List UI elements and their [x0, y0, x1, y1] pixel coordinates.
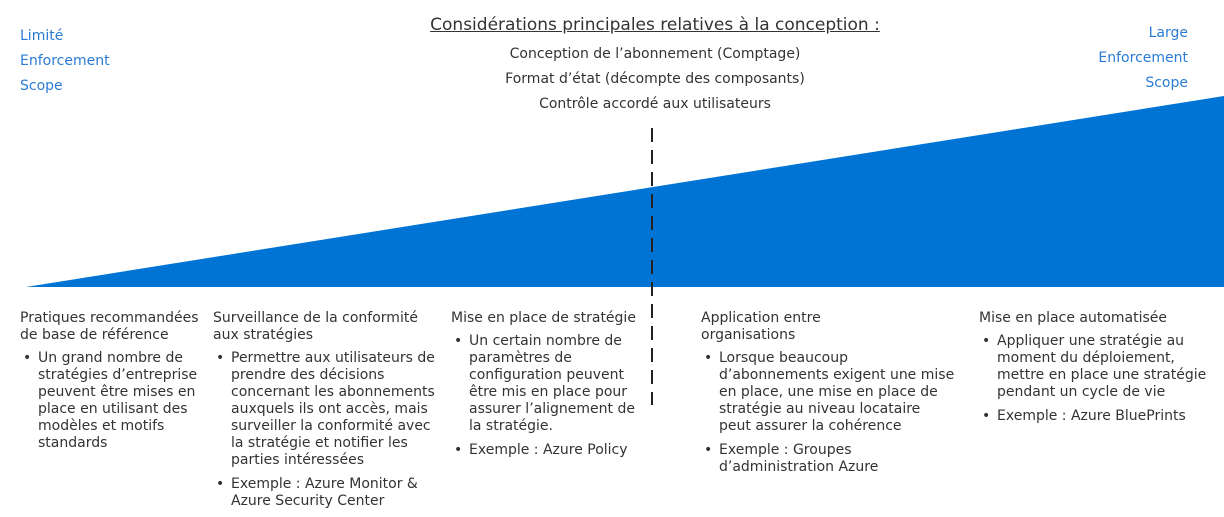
right-scale-large-label: Large	[1148, 25, 1188, 41]
column-automated-enforcement: Mise en place automatisée Appliquer une …	[979, 310, 1209, 432]
considerations-title: Considérations principales relatives à l…	[430, 15, 880, 35]
right-scale-enforcement-label: Enforcement	[1098, 50, 1188, 66]
list-item: Permettre aux utilisateurs de prendre de…	[213, 350, 443, 469]
column-title: Mise en place automatisée	[979, 310, 1168, 326]
left-scale-scope-label: Scope	[20, 78, 63, 94]
column-title: Surveillance de la conformité aux straté…	[213, 310, 418, 343]
left-scale-enforcement-label: Enforcement	[20, 53, 110, 69]
list-item: Exemple : Azure Policy	[451, 442, 641, 459]
list-item: Exemple : Azure Monitor & Azure Security…	[213, 476, 443, 510]
column-title: Application entre organisations	[701, 310, 821, 343]
column-policy-enforcement: Mise en place de stratégie Un certain no…	[451, 310, 641, 466]
bullet-list: Appliquer une stratégie au moment du dép…	[979, 333, 1209, 425]
list-item: Un grand nombre de stratégies d’entrepri…	[20, 350, 200, 452]
design-considerations: Considérations principales relatives à l…	[405, 13, 905, 117]
consideration-state-format: Format d’état (décompte des composants)	[505, 71, 805, 87]
column-cross-organization: Application entre organisations Lorsque …	[701, 310, 956, 483]
list-item: Lorsque beaucoup d’abonnements exigent u…	[701, 350, 956, 435]
bullet-list: Permettre aux utilisateurs de prendre de…	[213, 350, 443, 510]
list-item: Appliquer une stratégie au moment du dép…	[979, 333, 1209, 401]
right-scale-scope-label: Scope	[1145, 75, 1188, 91]
left-scale-labels: Limité Enforcement Scope	[20, 24, 110, 99]
right-scale-labels: Large Enforcement Scope	[1098, 21, 1188, 96]
list-item: Un certain nombre de paramètres de confi…	[451, 333, 641, 435]
list-item: Exemple : Azure BluePrints	[979, 408, 1209, 425]
column-title: Pratiques recommandées de base de référe…	[20, 310, 199, 343]
enforcement-wedge	[26, 96, 1224, 287]
column-title: Mise en place de stratégie	[451, 310, 636, 326]
consideration-subscription-design: Conception de l’abonnement (Comptage)	[509, 46, 801, 62]
left-scale-limited-label: Limité	[20, 28, 64, 44]
column-compliance-monitoring: Surveillance de la conformité aux straté…	[213, 310, 443, 517]
bullet-list: Un certain nombre de paramètres de confi…	[451, 333, 641, 459]
consideration-user-control: Contrôle accordé aux utilisateurs	[539, 96, 771, 112]
bullet-list: Lorsque beaucoup d’abonnements exigent u…	[701, 350, 956, 476]
column-baseline-practices: Pratiques recommandées de base de référe…	[20, 310, 200, 459]
list-item: Exemple : Groupes d’administration Azure	[701, 442, 956, 476]
bullet-list: Un grand nombre de stratégies d’entrepri…	[20, 350, 200, 452]
